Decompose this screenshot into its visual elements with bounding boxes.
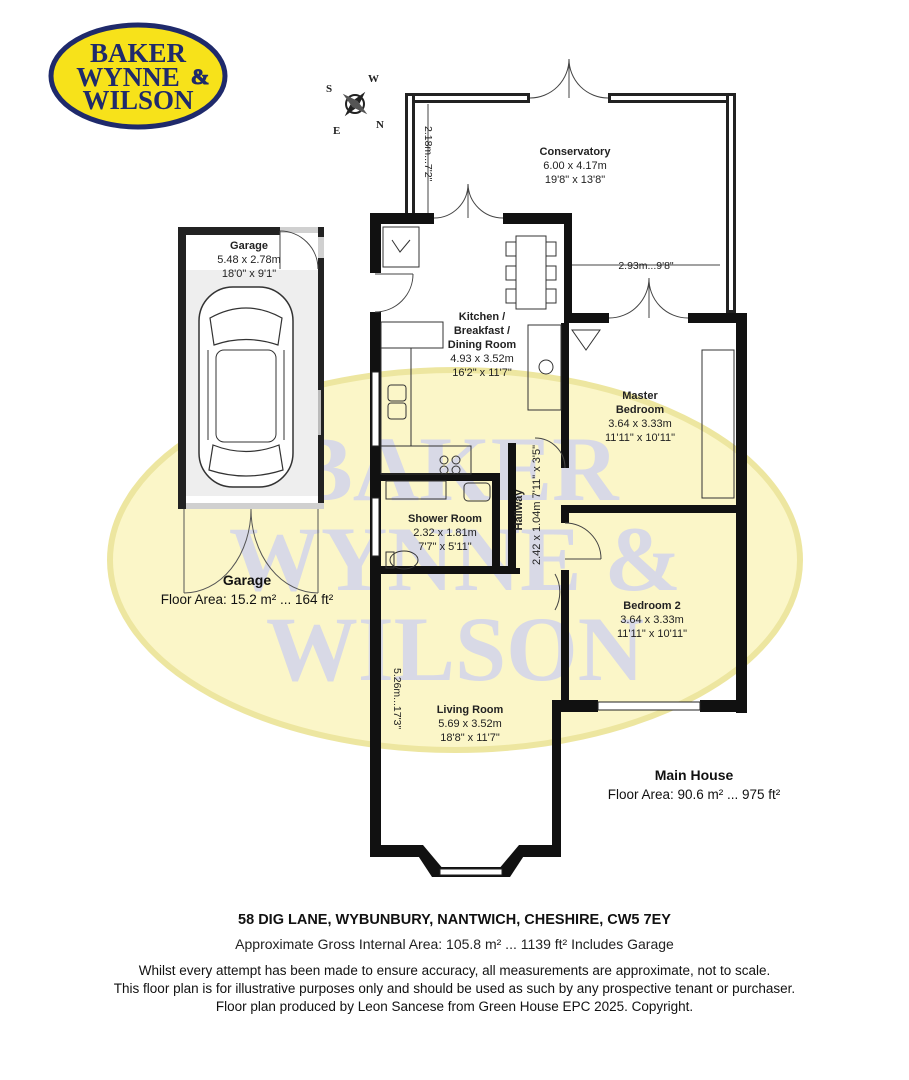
room-living-imperial: 18'8" x 11'7" xyxy=(440,732,500,744)
doors xyxy=(374,183,689,611)
room-hallway-name: Hallway xyxy=(513,489,525,531)
main-house-walls xyxy=(370,213,747,877)
brand-logo: BAKER WYNNE & WILSON xyxy=(48,22,228,130)
logo-line-3: WILSON xyxy=(82,85,194,115)
room-bedroom2-name: Bedroom 2 xyxy=(623,600,680,612)
room-bedroom2-imperial: 11'11" x 10'11" xyxy=(617,628,687,640)
room-garage-metric: 5.48 x 2.78m xyxy=(217,254,281,266)
room-master-imperial: 11'11" x 10'11" xyxy=(605,432,675,444)
compass-icon: S W E N xyxy=(326,73,384,137)
dim-conservatory-width: 2.18m...7'2" xyxy=(422,126,434,182)
disclaimer-line-3: Floor plan produced by Leon Sancese from… xyxy=(215,999,694,1014)
watermark-line-1: BAKER xyxy=(291,418,620,520)
logo-line-1: BAKER xyxy=(90,38,187,68)
room-shower-name: Shower Room xyxy=(408,513,482,525)
gross-internal-area: Approximate Gross Internal Area: 105.8 m… xyxy=(235,936,674,952)
room-kitchen-name-3: Dining Room xyxy=(448,339,517,351)
property-address: 58 DIG LANE, WYBUNBURY, NANTWICH, CHESHI… xyxy=(238,912,671,928)
room-conservatory-name: Conservatory xyxy=(540,146,612,158)
room-conservatory-imperial: 19'8" x 13'8" xyxy=(545,174,605,186)
room-shower-imperial: 7'7" x 5'11" xyxy=(418,541,471,553)
car-icon xyxy=(198,286,294,488)
logo-line-2: WYNNE xyxy=(76,62,180,92)
room-shower-metric: 2.32 x 1.81m xyxy=(413,527,477,539)
disclaimer-line-1: Whilst every attempt has been made to en… xyxy=(138,963,771,978)
room-garage-imperial: 18'0" x 9'1" xyxy=(222,268,276,280)
room-kitchen-imperial: 16'2" x 11'7" xyxy=(452,367,512,379)
room-kitchen-name-1: Kitchen / xyxy=(459,311,505,323)
dim-conservatory-gap: 2.93m...9'8" xyxy=(618,260,674,272)
disclaimer-line-2: This floor plan is for illustrative purp… xyxy=(113,981,796,996)
main-house-area-title: Main House xyxy=(655,767,734,783)
windows xyxy=(371,371,701,876)
compass-w: W xyxy=(368,73,379,85)
floor-plan: BAKER WYNNE & WILSON BAKER WYNNE & WILSO… xyxy=(48,22,803,877)
room-kitchen-name-2: Breakfast / xyxy=(454,325,510,337)
room-bedroom2-metric: 3.64 x 3.33m xyxy=(620,614,684,626)
room-kitchen-metric: 4.93 x 3.52m xyxy=(450,353,514,365)
room-living-name: Living Room xyxy=(437,704,504,716)
room-master-metric: 3.64 x 3.33m xyxy=(608,418,672,430)
plan-footer: 58 DIG LANE, WYBUNBURY, NANTWICH, CHESHI… xyxy=(0,912,909,1016)
room-master-name-2: Bedroom xyxy=(616,404,665,416)
room-conservatory-metric: 6.00 x 4.17m xyxy=(543,160,607,172)
compass-s: S xyxy=(326,83,332,95)
garage-area-title: Garage xyxy=(223,572,271,588)
garage-area-value: Floor Area: 15.2 m² ... 164 ft² xyxy=(161,592,334,607)
main-house-area-value: Floor Area: 90.6 m² ... 975 ft² xyxy=(608,787,781,802)
room-garage-name: Garage xyxy=(230,240,268,252)
room-living-metric: 5.69 x 3.52m xyxy=(438,718,502,730)
compass-n: N xyxy=(376,119,384,131)
dim-living-length: 5.26m...17'3" xyxy=(391,668,403,729)
watermark-line-2: WYNNE & xyxy=(229,508,681,610)
compass-e: E xyxy=(333,125,340,137)
room-hallway-dims: 2.42 x 1.04m 7'11" x 3'5" xyxy=(531,445,543,565)
room-master-name-1: Master xyxy=(622,390,658,402)
fixtures xyxy=(380,226,735,570)
logo-ampersand: & xyxy=(191,64,209,89)
watermark-line-3: WILSON xyxy=(266,598,644,700)
conservatory-frame xyxy=(405,58,736,313)
